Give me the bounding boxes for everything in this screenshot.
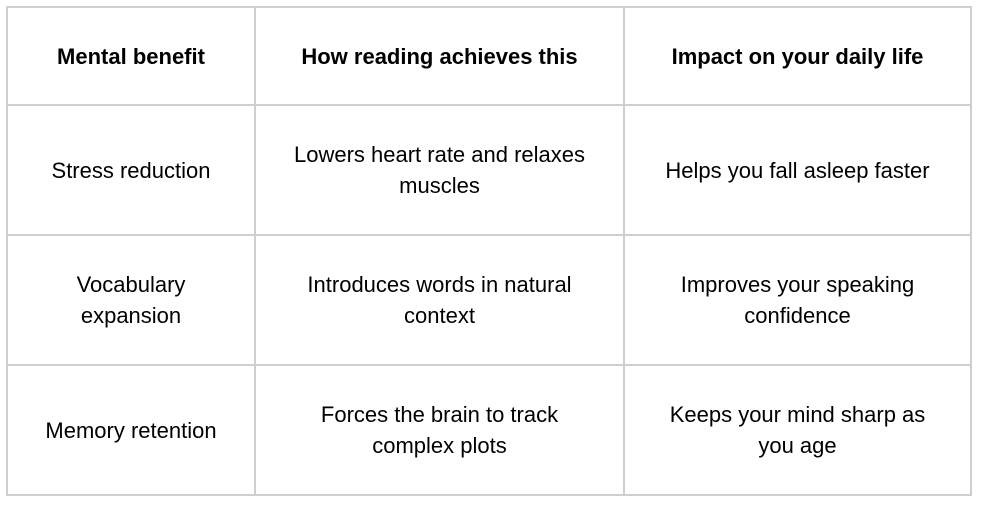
cell-benefit: Stress reduction (6, 104, 256, 236)
cell-mechanism: Introduces words in natural context (254, 234, 625, 366)
cell-impact: Improves your speaking confidence (623, 234, 972, 366)
benefits-table-container: Mental benefit How reading achieves this… (6, 6, 972, 496)
cell-mechanism: Lowers heart rate and relaxes muscles (254, 104, 625, 236)
header-how-reading-achieves: How reading achieves this (254, 6, 625, 106)
table-header: Mental benefit How reading achieves this… (6, 6, 972, 106)
reading-benefits-table: Mental benefit How reading achieves this… (6, 6, 972, 496)
cell-mechanism: Forces the brain to track complex plots (254, 364, 625, 496)
table-body: Stress reduction Lowers heart rate and r… (6, 104, 972, 496)
cell-impact: Helps you fall asleep faster (623, 104, 972, 236)
cell-benefit: Vocabulary expansion (6, 234, 256, 366)
table-row: Stress reduction Lowers heart rate and r… (6, 104, 972, 236)
cell-impact: Keeps your mind sharp as you age (623, 364, 972, 496)
table-row: Memory retention Forces the brain to tra… (6, 364, 972, 496)
header-mental-benefit: Mental benefit (6, 6, 256, 106)
table-row: Vocabulary expansion Introduces words in… (6, 234, 972, 366)
cell-benefit: Memory retention (6, 364, 256, 496)
header-daily-impact: Impact on your daily life (623, 6, 972, 106)
header-row: Mental benefit How reading achieves this… (6, 6, 972, 106)
